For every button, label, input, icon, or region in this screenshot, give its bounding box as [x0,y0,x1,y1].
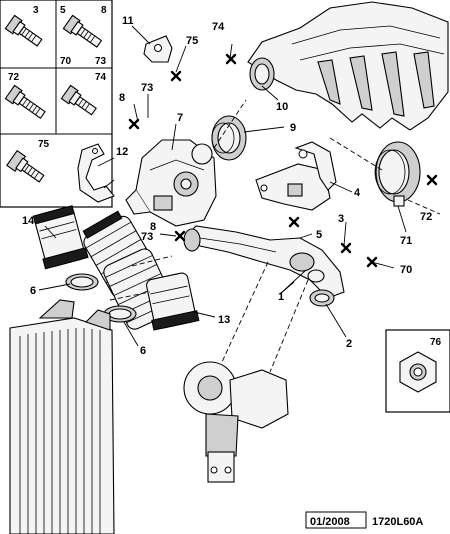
callout-73-top: 73 [141,82,153,94]
alignment-lines [109,99,441,373]
screw-75-icon [6,149,45,183]
throttle-body-7 [125,139,217,227]
screw-5-icon [62,14,103,48]
sleeve-14 [32,205,89,270]
callout-71: 71 [400,235,412,247]
callout-8-mid: 8 [150,221,156,233]
box-label-74: 74 [95,72,107,83]
callout-5: 5 [316,229,322,241]
bracket-4 [255,141,337,211]
marker-3-icon [340,242,352,254]
callout-4: 4 [354,187,361,199]
callout-6-left: 6 [30,285,36,297]
callout-7: 7 [177,112,183,124]
marker-74-icon [225,53,237,65]
callout-labels: 11 74 75 10 8 73 7 9 12 4 72 71 5 3 14 8… [22,15,432,357]
callout-12: 12 [116,146,128,158]
sleeve-13 [146,272,200,331]
callout-8-top: 8 [119,92,125,104]
seal-ring-9 [211,115,247,161]
box-label-5: 5 [60,5,66,16]
box-label-3: 3 [33,5,39,16]
footer: 01/2008 1720L60A [305,511,423,529]
callout-6-bottom: 6 [140,345,146,357]
box-label-75: 75 [38,139,50,150]
seal-2 [309,289,335,307]
callout-74-top: 74 [212,21,225,33]
screw-74-icon [60,84,97,116]
marker-8a-icon [128,118,140,130]
callout-72: 72 [420,211,432,223]
footer-reference: 1720L60A [372,516,423,528]
callout-2: 2 [346,338,352,350]
callout-14: 14 [22,215,35,227]
screw-3-icon [4,14,43,47]
callout-13: 13 [218,314,230,326]
leader-lines [38,25,407,347]
marker-73b-icon [174,230,186,242]
box-label-72: 72 [8,72,20,83]
callout-70: 70 [400,264,412,276]
callout-11: 11 [122,15,134,27]
marker-5-icon [288,216,300,228]
box-label-76: 76 [430,337,442,348]
fastener-box: 3 5 8 70 73 72 7 [0,0,113,208]
footer-date: 01/2008 [310,516,350,528]
callout-1: 1 [278,291,284,303]
intake-manifold [247,1,449,131]
marker-75-icon [170,70,182,82]
clamp-6b [103,305,137,323]
intercooler [9,299,115,534]
callout-10: 10 [276,101,288,113]
box-label-70: 70 [60,56,72,67]
turbocharger [183,361,289,483]
nut-box: 76 [385,329,450,413]
screw-72-icon [4,84,46,119]
box-label-8: 8 [101,5,107,16]
clamp-ring-71 [374,141,421,207]
x-markers [128,53,438,268]
marker-72-icon [426,174,438,186]
callout-3: 3 [338,213,344,225]
marker-70-icon [366,256,378,268]
callout-75-top: 75 [186,35,198,47]
nut-76-icon [399,351,437,393]
callout-73-mid: 73 [141,231,153,243]
clamp-6a [65,273,99,291]
bracket-11 [143,35,173,63]
box-label-73: 73 [95,56,107,67]
callout-9: 9 [290,122,296,134]
